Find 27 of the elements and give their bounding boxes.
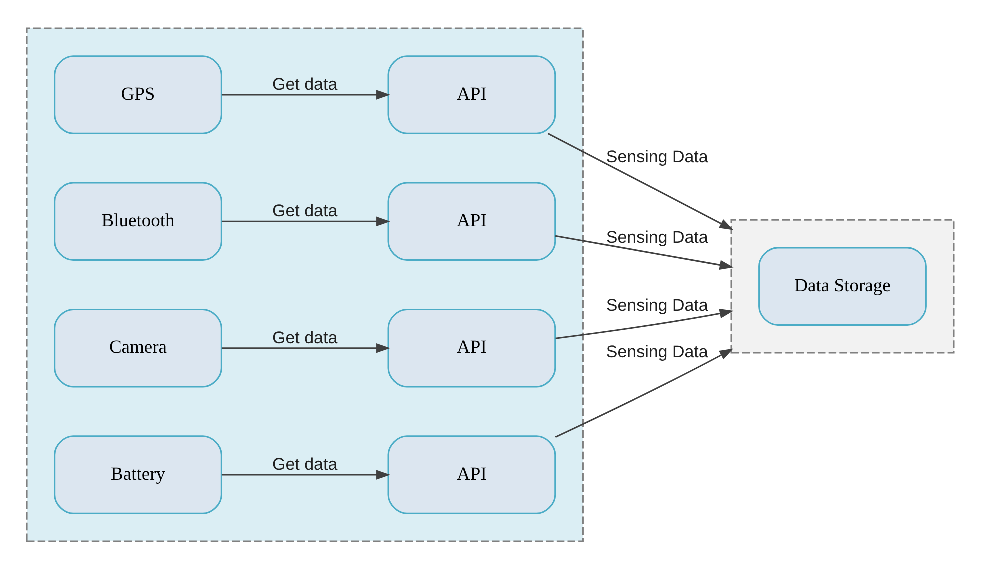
- edge-label: Get data: [272, 201, 338, 220]
- node-box: GPS: [54, 55, 222, 134]
- arrow: [222, 470, 390, 480]
- node-box: Data Storage: [758, 246, 927, 326]
- node-box: Camera: [54, 308, 222, 388]
- edge-label: Sensing Data: [606, 227, 708, 246]
- arrow: [222, 342, 390, 353]
- node-box: Bluetooth: [54, 182, 222, 261]
- node-box: Battery: [54, 435, 222, 514]
- edge-label: Get data: [272, 74, 338, 94]
- edge-label: Sensing Data: [606, 342, 708, 361]
- node-box: API: [388, 55, 556, 134]
- edge-label: Sensing Data: [606, 147, 708, 166]
- edge-label: Get data: [272, 328, 338, 347]
- arrow: [548, 132, 734, 230]
- node-box: API: [388, 435, 556, 514]
- arrow: [555, 234, 734, 270]
- arrow: [555, 348, 734, 438]
- cluster: [730, 218, 955, 354]
- arrow: [556, 308, 734, 339]
- node-box: API: [388, 308, 556, 388]
- edge-label: Sensing Data: [606, 295, 708, 314]
- node-box: API: [388, 182, 556, 261]
- arrow: [222, 216, 390, 226]
- cluster: [26, 27, 584, 542]
- arrow: [222, 90, 390, 100]
- edge-label: Get data: [272, 454, 338, 474]
